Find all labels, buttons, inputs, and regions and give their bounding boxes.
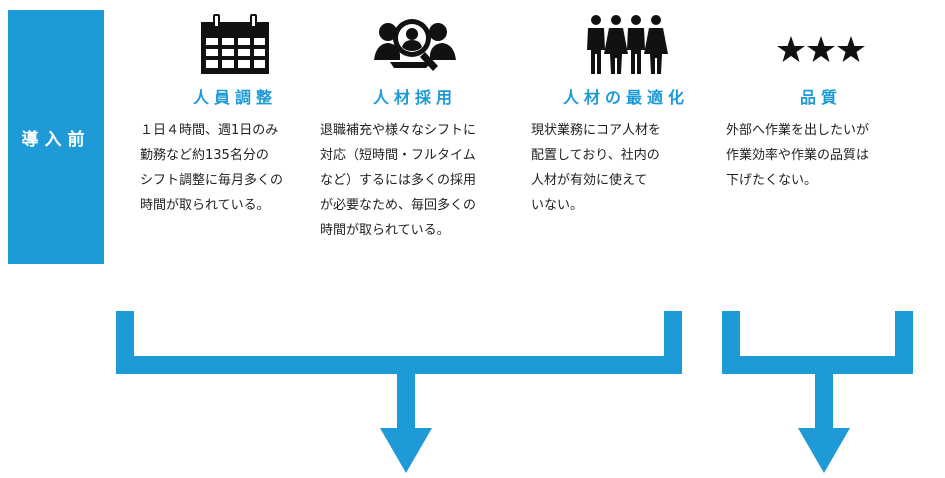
column-title: 品質 [799,88,842,107]
column-description: 外部へ作業を出したいが 作業効率や作業の品質は 下げたくない。 [726,123,870,188]
column-title: 人材採用 [372,88,457,107]
column-title: 人材の最適化 [562,88,689,107]
column-recruitment: 人材採用 退職補充や様々なシフトに 対応（短時間・フルタイム など）するには多く… [320,14,510,243]
right-arrow-shaft [815,370,833,432]
column-quality: 品質 外部へ作業を出したいが 作業効率や作業の品質は 下げたくない。 [726,14,916,193]
left-bracket-connector [116,311,682,374]
side-label: 導入前 [21,129,91,150]
column-description: １日４時間、週1日のみ 勤務など約135名分の シフト調整に毎月多くの 時間が取… [140,123,284,213]
column-description: 現状業務にコア人材を 配置しており、社内の 人材が有効に使えて いない。 [531,123,662,213]
before-introduction-tab: 導入前 [8,10,104,264]
recruit-search-icon [374,19,456,71]
people-group-icon [587,15,668,74]
three-stars-icon [777,36,865,62]
right-arrow-head [798,428,850,473]
column-staff-adjustment: 人員調整 １日４時間、週1日のみ 勤務など約135名分の シフト調整に毎月多くの… [140,14,330,218]
column-title: 人員調整 [192,88,277,107]
column-talent-optimization: 人材の最適化 現状業務にコア人材を 配置しており、社内の 人材が有効に使えて い… [531,14,721,218]
left-arrow-head [380,428,432,473]
right-bracket-connector [722,311,913,374]
left-arrow-shaft [397,370,415,432]
calendar-icon [201,14,269,74]
column-description: 退職補充や様々なシフトに 対応（短時間・フルタイム など）するには多くの採用 が… [320,123,477,238]
